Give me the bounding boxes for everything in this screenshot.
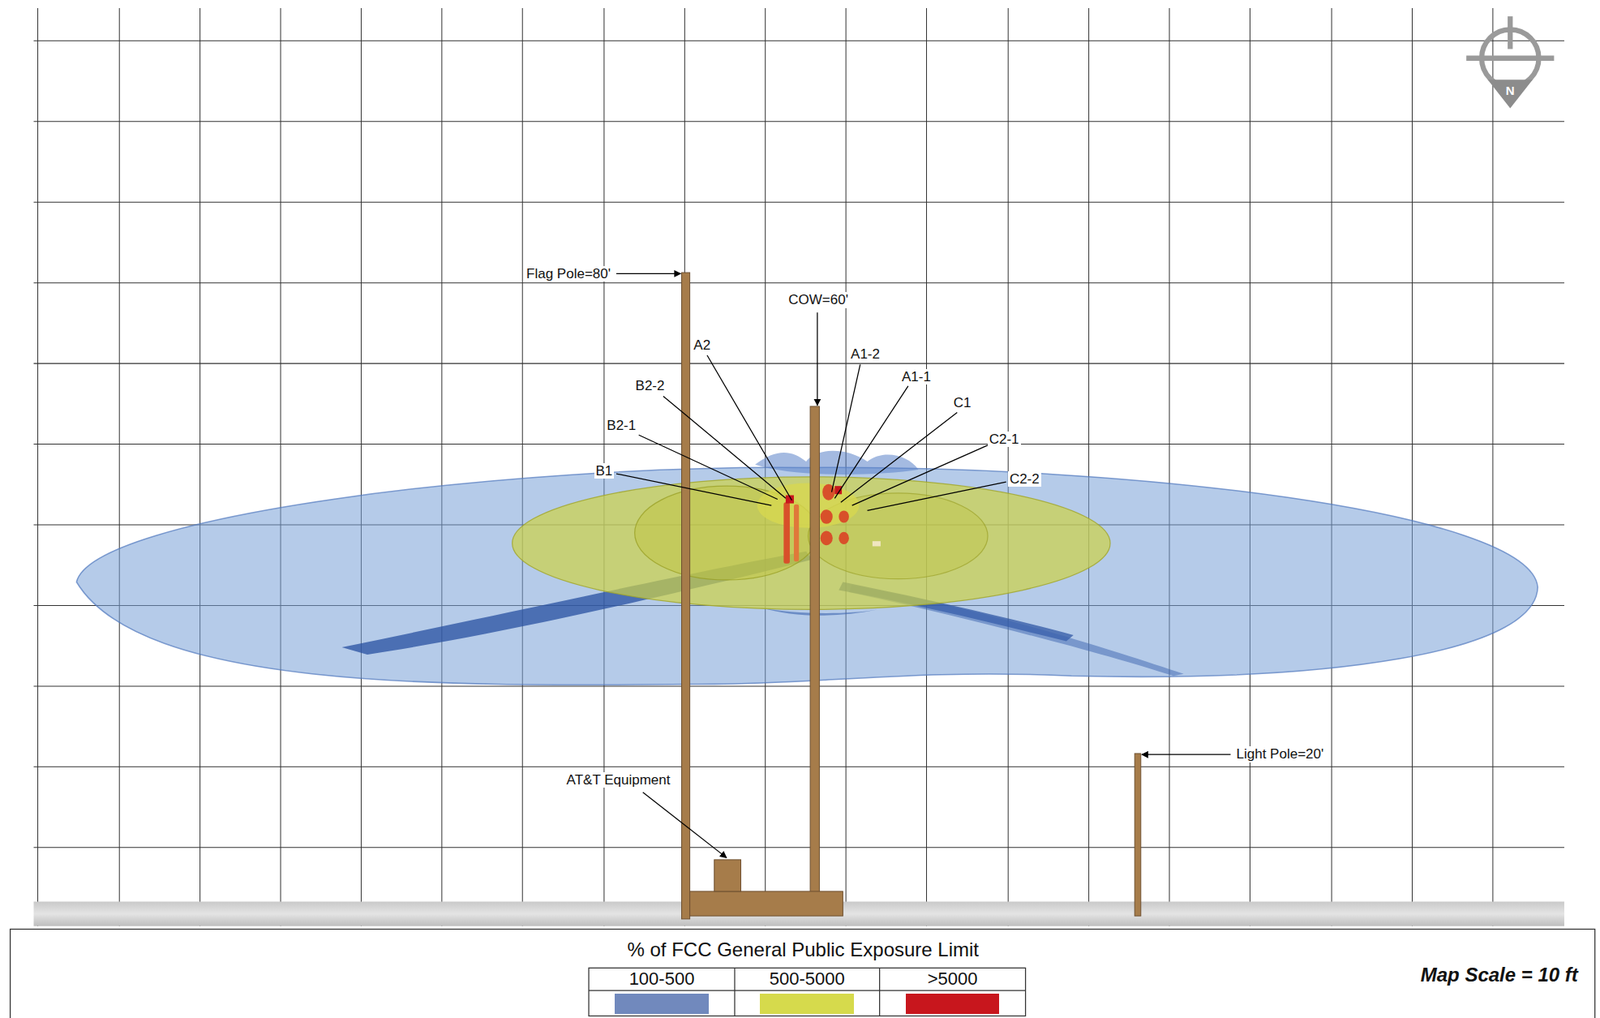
compass-letter: N [1504, 83, 1517, 98]
legend-text: 100-500 [626, 969, 698, 989]
pole-label: Flag Pole=80' [524, 265, 613, 283]
legend-text: 500-5000 [767, 969, 848, 989]
grid [34, 8, 1565, 927]
pole-label: COW=60' [786, 291, 850, 309]
antenna-label: C1 [952, 394, 974, 412]
structures [682, 272, 1142, 919]
antenna-label: B2-1 [604, 417, 638, 434]
equipment-label: AT&T Equipment [565, 772, 673, 789]
antenna-hot-spots [783, 484, 881, 564]
legend-swatch [614, 993, 709, 1014]
legend-text: >5000 [925, 969, 981, 989]
legend-panel [10, 928, 1596, 1018]
antenna-label: A1-1 [900, 368, 933, 386]
north-compass [1466, 16, 1554, 108]
antenna-label: C2-1 [987, 431, 1021, 448]
legend-title: % of FCC General Public Exposure Limit [626, 938, 982, 961]
map-scale: Map Scale = 10 ft [1419, 963, 1580, 987]
exposure-lobes [76, 450, 1538, 686]
antenna-label: B2-2 [634, 377, 667, 395]
antenna-label: A1-2 [849, 346, 882, 363]
antenna-label: B1 [594, 463, 615, 480]
legend-swatch [759, 993, 854, 1014]
legend-swatch [905, 993, 1000, 1014]
antenna-label: A2 [691, 337, 713, 354]
pole-label: Light Pole=20' [1235, 746, 1326, 763]
antenna-label: C2-2 [1008, 471, 1042, 488]
leader-lines [616, 273, 1231, 858]
